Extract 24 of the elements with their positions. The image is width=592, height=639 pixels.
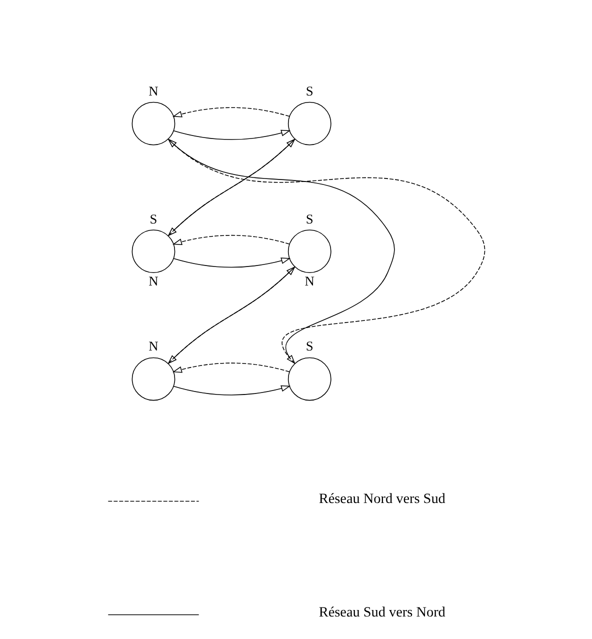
arrow bbox=[172, 234, 290, 246]
arrow bbox=[172, 258, 290, 268]
node-circle bbox=[287, 357, 331, 401]
arrow bbox=[168, 138, 394, 364]
node-circle bbox=[287, 230, 331, 273]
arrow bbox=[172, 385, 290, 396]
node-label: N bbox=[148, 83, 158, 98]
node-circle bbox=[287, 102, 331, 146]
node-label: N bbox=[304, 274, 314, 289]
node-label: S bbox=[305, 83, 313, 98]
arrow bbox=[172, 107, 290, 118]
node-label: S bbox=[305, 338, 313, 354]
node-label: S bbox=[149, 211, 157, 226]
node-label: N bbox=[148, 338, 158, 354]
arrow bbox=[172, 130, 290, 140]
legend-label: Réseau Sud vers Nord bbox=[318, 604, 445, 621]
legend-label: Réseau Nord vers Sud bbox=[318, 491, 445, 508]
node-circle bbox=[131, 102, 175, 146]
arrow bbox=[172, 362, 290, 373]
arrow bbox=[167, 138, 485, 364]
node-label: N bbox=[148, 274, 158, 289]
node-circle bbox=[131, 357, 175, 401]
node-circle bbox=[131, 230, 175, 273]
node-label: S bbox=[305, 211, 313, 226]
